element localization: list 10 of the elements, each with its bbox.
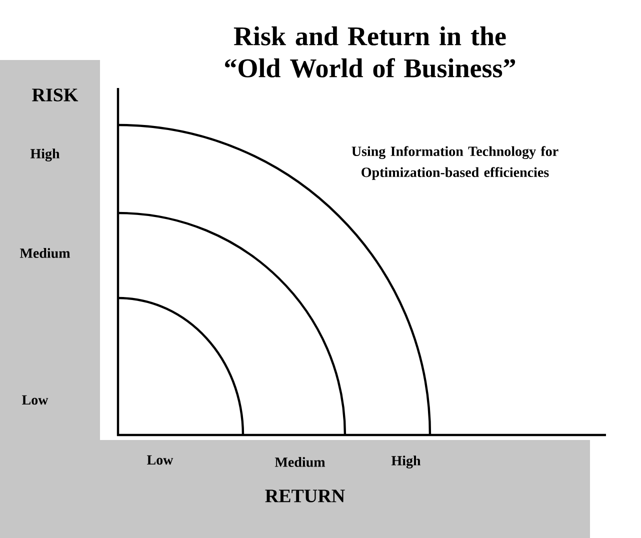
axis-tick-label: Low (22, 395, 48, 405)
annotation-text: Using Information Technology for Optimization-based efficiencies (352, 146, 558, 180)
axis-tick-label: High (30, 148, 60, 162)
axis-tick-label: Medium (274, 457, 326, 467)
axis-title: RETURN (265, 490, 345, 502)
axis-tick-label: High (391, 456, 421, 468)
axis-tick-label: Low (147, 455, 174, 465)
axis-title: RISK (32, 88, 78, 102)
title: Risk and Return in the “Old World of Business” (225, 26, 516, 78)
axis-tick-label: Medium (20, 248, 70, 258)
